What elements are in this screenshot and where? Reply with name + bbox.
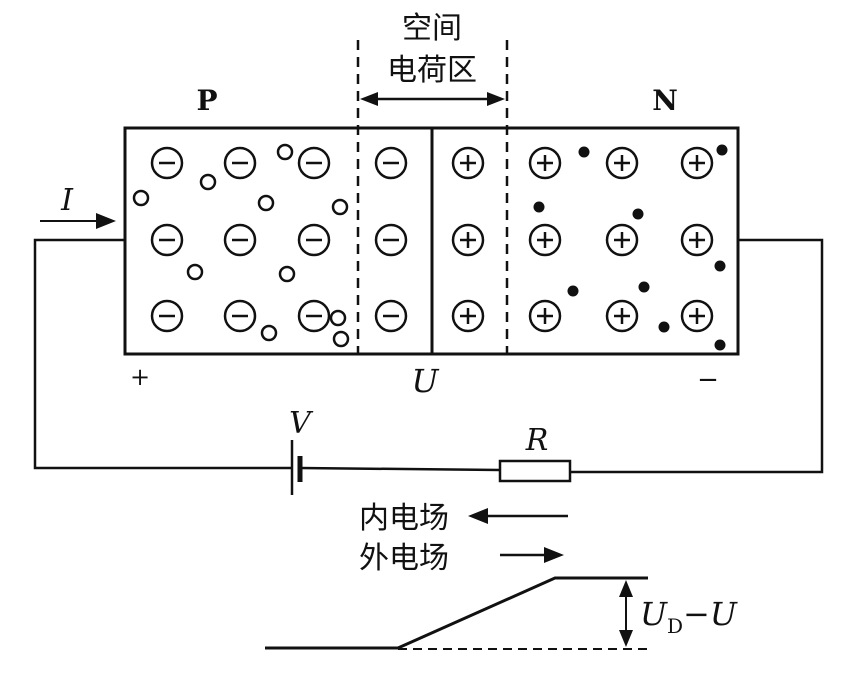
negative-ion: [150, 146, 184, 180]
external-field-label: 外电场: [359, 541, 449, 576]
hole-carrier: [199, 173, 217, 191]
positive-ion: [528, 299, 562, 333]
positive-ion: [451, 223, 485, 257]
resistor-label: R: [525, 423, 549, 458]
electron-carrier: [714, 339, 726, 351]
electron-carrier: [533, 201, 545, 213]
hole-carrier: [276, 143, 294, 161]
barrier-label-rest: −U: [683, 595, 738, 633]
negative-ion: [223, 299, 257, 333]
current-label: I: [60, 183, 74, 218]
battery-symbol: [290, 440, 303, 495]
electron-carrier: [632, 208, 644, 220]
external-field-arrow: [500, 547, 564, 563]
depletion-label-line2: 电荷区: [387, 53, 477, 88]
electron-carrier: [578, 146, 590, 158]
resistor-symbol: [498, 459, 572, 483]
hole-carrier: [278, 265, 296, 283]
negative-ion: [223, 146, 257, 180]
electron-carrier: [658, 321, 670, 333]
positive-ion: [605, 223, 639, 257]
electron-carrier: [638, 281, 650, 293]
negative-ion: [374, 299, 408, 333]
potential-profile: [265, 576, 648, 650]
positive-ion: [528, 223, 562, 257]
positive-ion: [528, 146, 562, 180]
negative-ion: [223, 223, 257, 257]
source-voltage-label: V: [289, 406, 314, 441]
current-arrow: [40, 213, 116, 229]
electron-carrier: [714, 260, 726, 272]
positive-ion: [680, 146, 714, 180]
hole-carrier: [329, 309, 347, 327]
barrier-height-label: UD−U: [640, 595, 738, 638]
negative-ion: [374, 146, 408, 180]
negative-ion: [150, 223, 184, 257]
minus-terminal-sign: −: [697, 365, 719, 395]
circuit-wire-right: [570, 238, 824, 474]
positive-ion: [680, 223, 714, 257]
barrier-label-subscript: D: [667, 614, 683, 638]
hole-carrier: [132, 189, 150, 207]
circuit-wire-left: [33, 238, 292, 470]
barrier-height-arrow: [619, 580, 633, 647]
hole-carrier: [331, 198, 349, 216]
positive-ion: [451, 146, 485, 180]
negative-ion: [297, 299, 331, 333]
hole-carrier: [257, 194, 275, 212]
internal-field-label: 内电场: [359, 501, 449, 536]
electron-carrier: [567, 285, 579, 297]
p-region-label: P: [196, 84, 217, 117]
internal-field-arrow: [468, 508, 568, 524]
positive-ion: [451, 299, 485, 333]
depletion-width-arrow: [360, 92, 505, 106]
n-region-label: N: [652, 84, 678, 117]
carrier-layer: [132, 143, 728, 351]
negative-ion: [374, 223, 408, 257]
negative-ion: [150, 299, 184, 333]
positive-ion: [605, 146, 639, 180]
depletion-label-line1: 空间: [402, 11, 462, 46]
electron-carrier: [716, 144, 728, 156]
barrier-label-u: U: [640, 595, 668, 633]
hole-carrier: [332, 330, 350, 348]
negative-ion: [297, 146, 331, 180]
positive-ion: [680, 299, 714, 333]
hole-carrier: [186, 263, 204, 281]
negative-ion: [297, 223, 331, 257]
hole-carrier: [260, 324, 278, 342]
circuit-wire-middle: [299, 466, 501, 472]
positive-ion: [605, 299, 639, 333]
junction-voltage-label: U: [412, 362, 440, 400]
plus-terminal-sign: +: [130, 363, 150, 391]
ion-layer: [150, 146, 714, 333]
